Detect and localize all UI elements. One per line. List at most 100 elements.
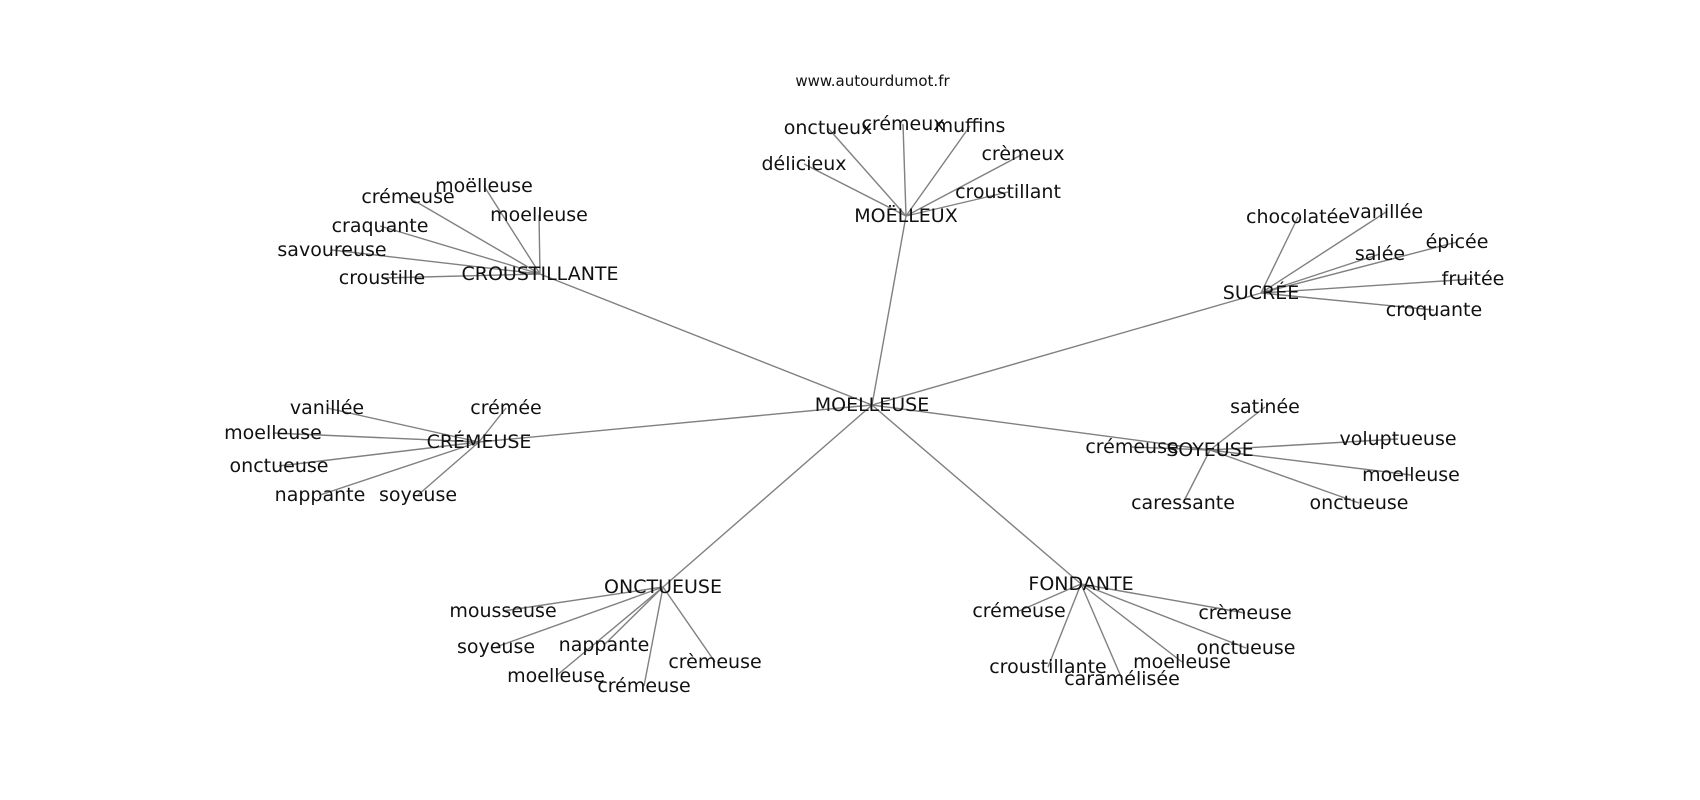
leaf-node[interactable]: muffins — [935, 115, 1006, 137]
leaf-node[interactable]: croustillant — [955, 181, 1061, 203]
leaf-node[interactable]: onctueux — [784, 117, 873, 139]
leaf-node[interactable]: croustillante — [989, 656, 1107, 678]
hub-node[interactable]: SOYEUSE — [1166, 439, 1254, 461]
edge-hub-to-leaf — [1260, 253, 1381, 294]
edge-center-to-hub — [662, 404, 873, 588]
leaf-node[interactable]: crémeuse — [972, 600, 1065, 622]
edge-hub-to-leaf — [381, 273, 541, 279]
edge-hub-to-leaf — [1260, 292, 1435, 311]
leaf-node[interactable]: crémée — [470, 397, 541, 419]
edge-hub-to-leaf — [1260, 278, 1474, 294]
leaf-node[interactable]: crèmeux — [981, 143, 1064, 165]
leaf-node[interactable]: soyeuse — [379, 484, 457, 506]
edge-center-to-hub — [539, 273, 873, 406]
leaf-node[interactable]: moelleuse — [1133, 651, 1231, 673]
leaf-node[interactable]: voluptueuse — [1339, 428, 1456, 450]
leaf-node[interactable]: caramélisée — [1064, 668, 1180, 690]
edge-hub-to-leaf — [502, 586, 664, 612]
edge-center-to-hub — [871, 292, 1262, 406]
leaf-node[interactable]: caressante — [1131, 492, 1235, 514]
edge-hub-to-leaf — [1080, 583, 1123, 680]
edge-hub-to-leaf — [1209, 406, 1266, 451]
edge-hub-to-leaf — [326, 407, 480, 443]
edge-center-to-hub — [871, 215, 907, 406]
edge-hub-to-leaf — [1080, 583, 1246, 614]
edge-hub-to-leaf — [1209, 449, 1360, 504]
edge-hub-to-leaf — [905, 125, 971, 217]
edge-hub-to-leaf — [1080, 583, 1183, 663]
leaf-node[interactable]: onctueuse — [1197, 637, 1296, 659]
edge-center-to-hub — [871, 404, 1211, 451]
leaf-node[interactable]: nappante — [559, 634, 650, 656]
leaf-node[interactable]: épicée — [1426, 231, 1489, 253]
leaf-node[interactable]: nappante — [275, 484, 366, 506]
leaf-node[interactable]: savoureuse — [277, 239, 386, 261]
edge-hub-to-leaf — [483, 185, 541, 275]
leaf-node[interactable]: moëlleuse — [435, 175, 533, 197]
edge-hub-to-leaf — [1260, 216, 1299, 294]
edge-hub-to-leaf — [379, 225, 541, 275]
edge-hub-to-leaf — [538, 214, 541, 275]
edge-hub-to-leaf — [478, 407, 507, 443]
edge-hub-to-leaf — [803, 163, 907, 217]
leaf-node[interactable]: mousseuse — [449, 600, 556, 622]
edge-hub-to-leaf — [1209, 438, 1399, 451]
leaf-node[interactable]: crémeuse — [361, 186, 454, 208]
leaf-node[interactable]: vanillée — [1349, 201, 1423, 223]
edge-hub-to-leaf — [331, 249, 541, 275]
hub-node[interactable]: SUCRÉE — [1223, 281, 1299, 304]
leaf-node[interactable]: croustille — [339, 267, 425, 289]
leaf-node[interactable]: crèmeuse — [668, 651, 761, 673]
edge-hub-to-leaf — [603, 586, 664, 646]
leaf-node[interactable]: crémeuse — [1085, 436, 1178, 458]
center-node[interactable]: MOELLEUSE — [815, 394, 930, 416]
graph-edges — [272, 123, 1474, 687]
edge-hub-to-leaf — [278, 441, 480, 467]
hub-node[interactable]: CRÉMEUSE — [427, 430, 532, 453]
edge-hub-to-leaf — [1260, 241, 1458, 294]
hub-node[interactable]: MOËLLEUX — [854, 204, 957, 227]
leaf-node[interactable]: moelleuse — [490, 204, 588, 226]
edge-hub-to-leaf — [1047, 583, 1082, 668]
edge-hub-to-leaf — [1018, 583, 1082, 612]
leaf-node[interactable]: moelleuse — [224, 422, 322, 444]
leaf-node[interactable]: chocolatée — [1246, 206, 1350, 228]
leaf-node[interactable]: croquante — [1386, 299, 1482, 321]
edge-center-to-hub — [478, 404, 873, 443]
leaf-node[interactable]: crémeux — [861, 113, 944, 135]
edge-hub-to-leaf — [407, 196, 541, 275]
leaf-node[interactable]: onctueuse — [1310, 492, 1409, 514]
leaf-node[interactable]: crèmeuse — [1198, 602, 1291, 624]
leaf-node[interactable]: vanillée — [290, 397, 364, 419]
edge-hub-to-leaf — [555, 586, 664, 677]
edge-hub-to-leaf — [495, 586, 664, 648]
edge-hub-to-leaf — [1209, 449, 1412, 476]
edge-hub-to-leaf — [643, 586, 664, 687]
leaf-node[interactable]: onctueuse — [230, 455, 329, 477]
edge-hub-to-leaf — [1182, 449, 1211, 504]
edge-hub-to-leaf — [417, 441, 480, 496]
hub-node[interactable]: ONCTUEUSE — [604, 576, 722, 598]
edge-hub-to-leaf — [662, 586, 716, 663]
edge-hub-to-leaf — [905, 153, 1024, 217]
leaf-node[interactable]: craquante — [332, 215, 429, 237]
leaf-node[interactable]: soyeuse — [457, 636, 535, 658]
leaf-node[interactable]: délicieux — [761, 153, 846, 175]
site-url[interactable]: www.autourdumot.fr — [795, 72, 950, 90]
edge-hub-to-leaf — [905, 191, 1009, 217]
leaf-node[interactable]: moelleuse — [1362, 464, 1460, 486]
leaf-node[interactable]: fruitée — [1442, 268, 1505, 290]
hub-node[interactable]: FONDANTE — [1028, 573, 1133, 595]
edge-hub-to-leaf — [902, 123, 907, 217]
leaf-node[interactable]: satinée — [1230, 396, 1300, 418]
edge-hub-to-leaf — [1131, 446, 1211, 451]
edge-hub-to-leaf — [827, 127, 907, 217]
leaf-node[interactable]: salée — [1355, 243, 1405, 265]
leaf-node[interactable]: crémeuse — [597, 675, 690, 697]
leaf-node[interactable]: moelleuse — [507, 665, 605, 687]
edge-hub-to-leaf — [1260, 211, 1387, 294]
hub-node[interactable]: CROUSTILLANTE — [461, 263, 618, 285]
